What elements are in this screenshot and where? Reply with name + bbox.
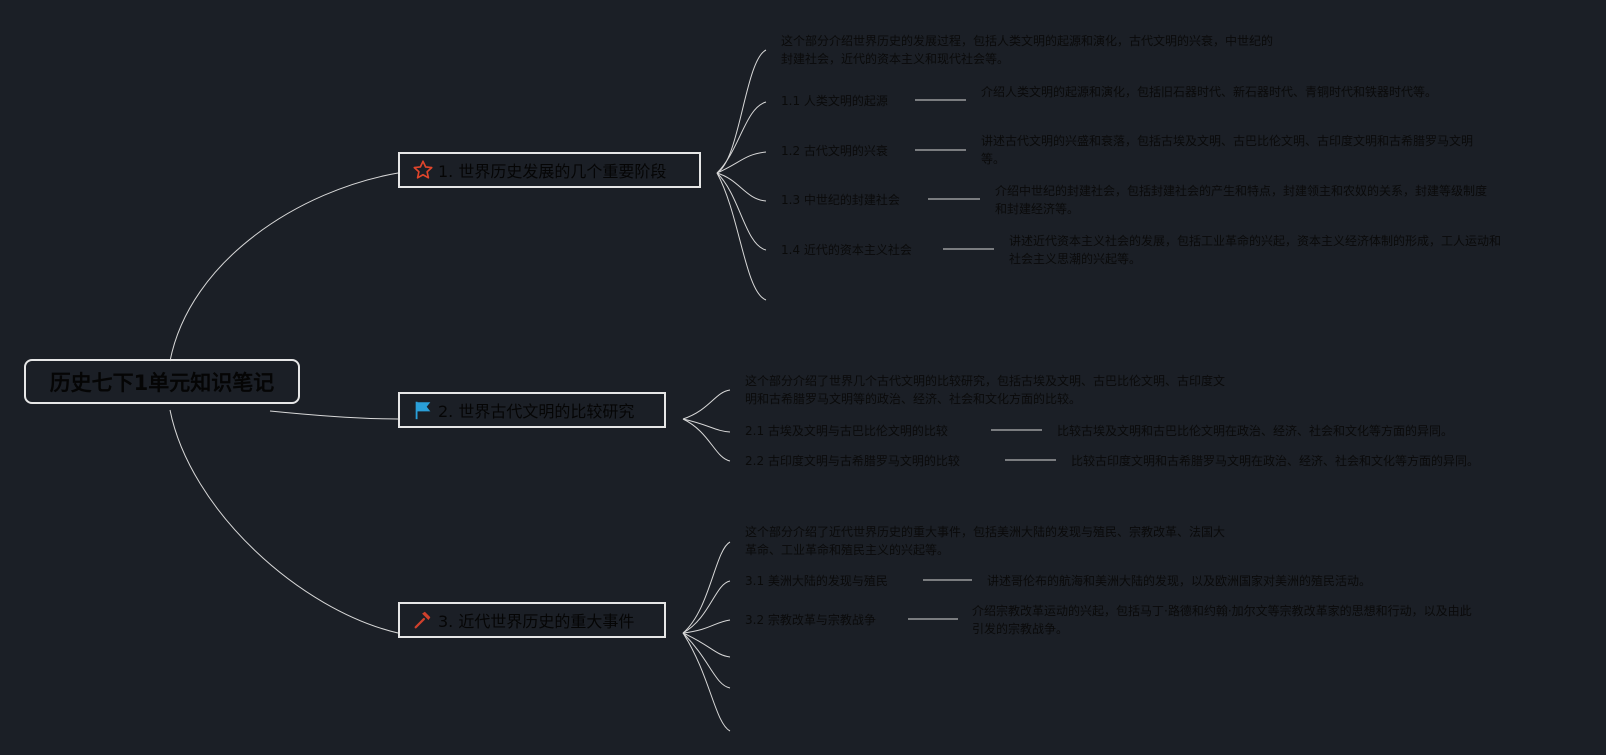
root-topic-label: 历史七下1单元知识笔记 xyxy=(49,370,275,395)
branch-topic-2[interactable]: 2. 世界古代文明的比较研究 xyxy=(398,392,666,428)
link-b1-empty xyxy=(716,172,767,301)
subtopic-1-3-desc[interactable]: 介绍中世纪的封建社会，包括封建社会的产生和特点，封建领主和农奴的关系，封建等级制… xyxy=(995,184,1488,216)
star-icon xyxy=(412,159,434,181)
subtopic-1-3[interactable]: 1.3 中世纪的封建社会 xyxy=(781,193,900,207)
link-b2-sub2 xyxy=(682,418,731,462)
branch-topic-1[interactable]: 1. 世界历史发展的几个重要阶段 xyxy=(398,152,701,188)
link-root-branch-2 xyxy=(269,410,399,420)
link-b1-sub2 xyxy=(716,151,767,174)
branch-topic-1-label: 1. 世界历史发展的几个重要阶段 xyxy=(438,162,667,181)
subtopic-2-1[interactable]: 2.1 古埃及文明与古巴比伦文明的比较 xyxy=(745,424,948,438)
link-b1-sub1 xyxy=(716,101,767,174)
link-b1-sub4 xyxy=(716,172,767,251)
link-b2-note xyxy=(682,389,731,420)
root-topic[interactable]: 历史七下1单元知识笔记 xyxy=(24,359,300,404)
subtopic-1-2-desc[interactable]: 讲述古代文明的兴盛和衰落，包括古埃及文明、古巴比伦文明、古印度文明和古希腊罗马文… xyxy=(981,134,1474,166)
link-b3-sub1 xyxy=(682,580,731,634)
branch-2-note[interactable]: 这个部分介绍了世界几个古代文明的比较研究，包括古埃及文明、古巴比伦文明、古印度文… xyxy=(745,374,1226,406)
link-b3-empty-1 xyxy=(682,632,731,658)
link-b2-sub1 xyxy=(682,418,731,433)
branch-1-note[interactable]: 这个部分介绍世界历史的发展过程，包括人类文明的起源和演化，古代文明的兴衰，中世纪… xyxy=(781,34,1274,66)
branch-topic-2-label: 2. 世界古代文明的比较研究 xyxy=(438,402,635,421)
branch-topic-3-label: 3. 近代世界历史的重大事件 xyxy=(438,612,635,631)
link-b3-empty-2 xyxy=(682,632,731,689)
subtopic-1-2[interactable]: 1.2 古代文明的兴衰 xyxy=(781,144,888,158)
link-b3-sub2 xyxy=(682,619,731,634)
subtopic-3-2[interactable]: 3.2 宗教改革与宗教战争 xyxy=(745,613,876,627)
link-root-branch-3 xyxy=(169,409,399,634)
branch-topic-3[interactable]: 3. 近代世界历史的重大事件 xyxy=(398,602,666,638)
subtopic-1-1[interactable]: 1.1 人类文明的起源 xyxy=(781,94,888,108)
subtopic-1-1-desc[interactable]: 介绍人类文明的起源和演化，包括旧石器时代、新石器时代、青铜时代和铁器时代等。 xyxy=(981,85,1438,99)
branch-3-note[interactable]: 这个部分介绍了近代世界历史的重大事件，包括美洲大陆的发现与殖民、宗教改革、法国大… xyxy=(745,525,1226,557)
link-b1-note xyxy=(716,49,767,174)
subtopic-1-4[interactable]: 1.4 近代的资本主义社会 xyxy=(781,243,912,257)
link-root-branch-1 xyxy=(169,172,399,362)
subtopic-3-2-desc[interactable]: 介绍宗教改革运动的兴起，包括马丁·路德和约翰·加尔文等宗教改革家的思想和行动，以… xyxy=(972,604,1472,636)
subtopic-2-2[interactable]: 2.2 古印度文明与古希腊罗马文明的比较 xyxy=(745,454,960,468)
link-b3-empty-3 xyxy=(682,632,731,732)
link-b3-note xyxy=(682,541,731,634)
subtopic-3-1-desc[interactable]: 讲述哥伦布的航海和美洲大陆的发现，以及欧洲国家对美洲的殖民活动。 xyxy=(987,574,1372,588)
subtopic-2-1-desc[interactable]: 比较古埃及文明和古巴比伦文明在政治、经济、社会和文化等方面的异同。 xyxy=(1057,424,1454,438)
flag-icon xyxy=(412,399,434,421)
subtopic-3-1[interactable]: 3.1 美洲大陆的发现与殖民 xyxy=(745,574,888,588)
link-b1-sub3 xyxy=(716,172,767,202)
subtopic-2-2-desc[interactable]: 比较古印度文明和古希腊罗马文明在政治、经济、社会和文化等方面的异同。 xyxy=(1071,454,1480,468)
hammer-icon xyxy=(412,609,434,631)
subtopic-1-4-desc[interactable]: 讲述近代资本主义社会的发展，包括工业革命的兴起，资本主义经济体制的形成，工人运动… xyxy=(1009,234,1502,266)
